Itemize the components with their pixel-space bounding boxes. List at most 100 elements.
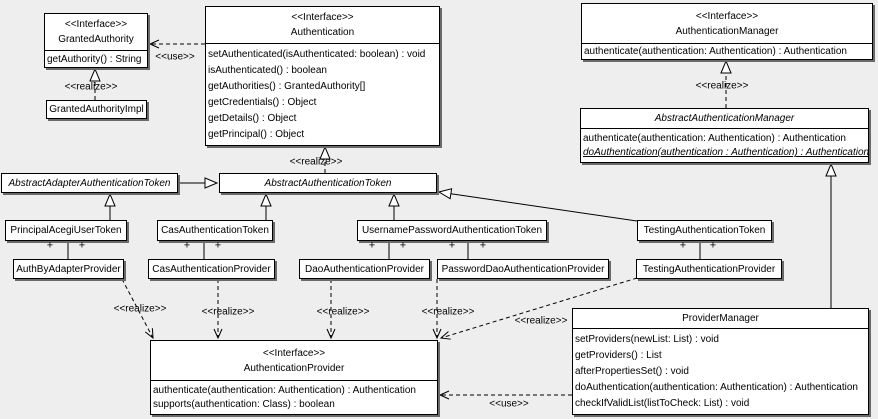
class-title-compartment: AbstractAdapterAuthenticationToken xyxy=(2,174,177,192)
method-row: setProviders(newList: List) : void xyxy=(575,334,719,345)
class-title-compartment: DaoAuthenticationProvider xyxy=(300,260,429,278)
class-title-compartment: <<Interface>> AuthenticationProvider xyxy=(151,341,437,381)
generalization-edges xyxy=(104,162,837,308)
method-row: getPrincipal() : Object xyxy=(208,129,305,140)
class-title-compartment: <<Interface>> AuthenticationManager xyxy=(582,4,872,44)
class-title-compartment: UsernamePasswordAuthenticationToken xyxy=(358,221,546,240)
class-name: PasswordDaoAuthenticationProvider xyxy=(441,263,605,275)
class-name: CasAuthenticationProvider xyxy=(152,263,271,275)
method-row: doAuthentication(authentication: Authent… xyxy=(575,382,858,393)
class-name: AbstractAuthenticationManager xyxy=(654,113,795,124)
class-name: UsernamePasswordAuthenticationToken xyxy=(361,225,543,236)
class-title-compartment: PasswordDaoAuthenticationProvider xyxy=(438,260,608,278)
edge-stereotype-label: <<realize>> xyxy=(113,303,167,315)
edge-testing-token-generalization xyxy=(437,188,638,222)
class-provider-manager[interactable]: ProviderManager setProviders(newList: Lis… xyxy=(572,308,869,415)
class-name: DaoAuthenticationProvider xyxy=(305,263,424,275)
class-auth-by-adapter-provider[interactable]: AuthByAdapterProvider xyxy=(13,259,124,279)
edge-stereotype-label: <<realize>> xyxy=(64,81,118,93)
class-name: GrantedAuthorityImpl xyxy=(49,104,144,115)
association-end-mark: + xyxy=(183,239,191,252)
association-edges xyxy=(67,241,701,259)
class-name: AbstractAuthenticationToken xyxy=(264,177,392,189)
class-title-compartment: CasAuthenticationProvider xyxy=(149,260,274,278)
class-title-compartment: AbstractAuthenticationManager xyxy=(581,109,868,129)
class-name: TestingAuthenticationProvider xyxy=(642,263,776,275)
association-end-mark: + xyxy=(78,239,86,252)
class-password-dao-authentication-provider[interactable]: PasswordDaoAuthenticationProvider xyxy=(437,259,609,279)
edge-stereotype-label: <<use>> xyxy=(489,398,529,410)
stereotype-label: <<Interface>> xyxy=(291,12,354,23)
method-row: getAuthority() : String xyxy=(47,53,142,65)
edge-stereotype-label: <<realize>> xyxy=(201,306,255,318)
method-row: authenticate(authentication: Authenticat… xyxy=(583,132,846,144)
stereotype-label: <<Interface>> xyxy=(64,19,128,30)
edge-stereotype-label: <<realize>> xyxy=(695,80,749,92)
class-name: AbstractAdapterAuthenticationToken xyxy=(8,177,171,189)
realization-edges xyxy=(89,39,732,400)
class-granted-authority[interactable]: <<Interface>> GrantedAuthority getAuthorit… xyxy=(44,13,148,68)
class-title-compartment: CasAuthenticationToken xyxy=(158,221,272,240)
class-testing-authentication-provider[interactable]: TestingAuthenticationProvider xyxy=(636,259,782,279)
class-name: ProviderManager xyxy=(682,313,759,324)
method-row: authenticate(authentication: Authenticat… xyxy=(153,384,416,396)
class-title-compartment: TestingAuthenticationToken xyxy=(638,221,771,240)
class-name: PrincipalAcegiUserToken xyxy=(10,225,122,236)
class-authentication-provider[interactable]: <<Interface>> AuthenticationProvider authe… xyxy=(150,340,438,415)
association-end-mark: + xyxy=(214,239,222,252)
methods-compartment: authenticate(authentication: Authenticat… xyxy=(151,381,437,414)
edge-stereotype-label: <<realize>> xyxy=(514,315,568,327)
class-abstract-authentication-manager[interactable]: AbstractAuthenticationManager authenticat… xyxy=(580,108,869,163)
association-end-mark: + xyxy=(679,239,687,252)
method-row: getAuthorities() : GrantedAuthority[] xyxy=(208,81,366,92)
methods-compartment: getAuthority() : String xyxy=(45,51,147,67)
class-dao-authentication-provider[interactable]: DaoAuthenticationProvider xyxy=(299,259,430,279)
class-name: Authentication xyxy=(290,27,355,38)
method-row: isAuthenticated() : boolean xyxy=(208,65,327,76)
edge-stereotype-label: <<realize>> xyxy=(421,306,475,318)
association-end-mark: + xyxy=(399,239,407,252)
class-title-compartment: GrantedAuthorityImpl xyxy=(47,101,146,118)
class-name: AuthenticationManager xyxy=(675,25,779,37)
class-granted-authority-impl[interactable]: GrantedAuthorityImpl xyxy=(46,100,147,119)
class-name: TestingAuthenticationToken xyxy=(643,225,766,236)
methods-compartment: authenticate(authentication: Authenticat… xyxy=(582,44,872,59)
class-cas-authentication-token[interactable]: CasAuthenticationToken xyxy=(157,220,273,241)
method-row: afterPropertiesSet() : void xyxy=(575,366,689,377)
class-authentication[interactable]: <<Interface>> Authentication setAuthentica… xyxy=(205,6,440,146)
edge-stereotype-label: <<use>> xyxy=(155,51,195,63)
class-cas-authentication-provider[interactable]: CasAuthenticationProvider xyxy=(148,259,275,279)
method-row: supports(authentication: Class) : boolea… xyxy=(153,399,335,411)
class-title-compartment: AuthByAdapterProvider xyxy=(14,260,123,278)
class-abstract-authentication-token[interactable]: AbstractAuthenticationToken xyxy=(219,173,437,193)
class-abstract-adapter-authentication-token[interactable]: AbstractAdapterAuthenticationToken xyxy=(1,173,178,193)
edge-stereotype-label: <<realize>> xyxy=(289,156,343,168)
class-name: CasAuthenticationToken xyxy=(161,225,269,236)
method-row: authenticate(authentication: Authenticat… xyxy=(584,46,847,57)
association-end-mark: + xyxy=(448,239,456,252)
method-row: setAuthenticated(isAuthenticated: boolea… xyxy=(208,49,426,60)
method-row: getCredentials() : Object xyxy=(208,97,317,108)
class-title-compartment: TestingAuthenticationProvider xyxy=(637,260,781,278)
class-title-compartment: ProviderManager xyxy=(573,309,868,329)
class-name: GrantedAuthority xyxy=(58,34,134,45)
edge-stereotype-label: <<realize>> xyxy=(316,306,370,318)
association-end-mark: + xyxy=(46,239,54,252)
class-title-compartment: PrincipalAcegiUserToken xyxy=(6,221,126,240)
association-end-mark: + xyxy=(368,239,376,252)
class-testing-authentication-token[interactable]: TestingAuthenticationToken xyxy=(637,220,772,241)
class-username-password-authentication-token[interactable]: UsernamePasswordAuthenticationToken xyxy=(357,220,547,241)
class-principal-acegi-user-token[interactable]: PrincipalAcegiUserToken xyxy=(5,220,127,241)
class-name: AuthenticationProvider xyxy=(243,362,345,374)
stereotype-label: <<Interface>> xyxy=(695,10,759,22)
class-name: AuthByAdapterProvider xyxy=(16,263,121,275)
class-authentication-manager[interactable]: <<Interface>> AuthenticationManager authen… xyxy=(581,3,873,60)
class-title-compartment: <<Interface>> GrantedAuthority xyxy=(45,14,147,51)
methods-compartment: setAuthenticated(isAuthenticated: boolea… xyxy=(206,44,439,145)
method-row: checkIfValidList(listToCheck: List) : vo… xyxy=(575,398,750,409)
stereotype-label: <<Interface>> xyxy=(262,347,326,359)
class-title-compartment: <<Interface>> Authentication xyxy=(206,7,439,44)
